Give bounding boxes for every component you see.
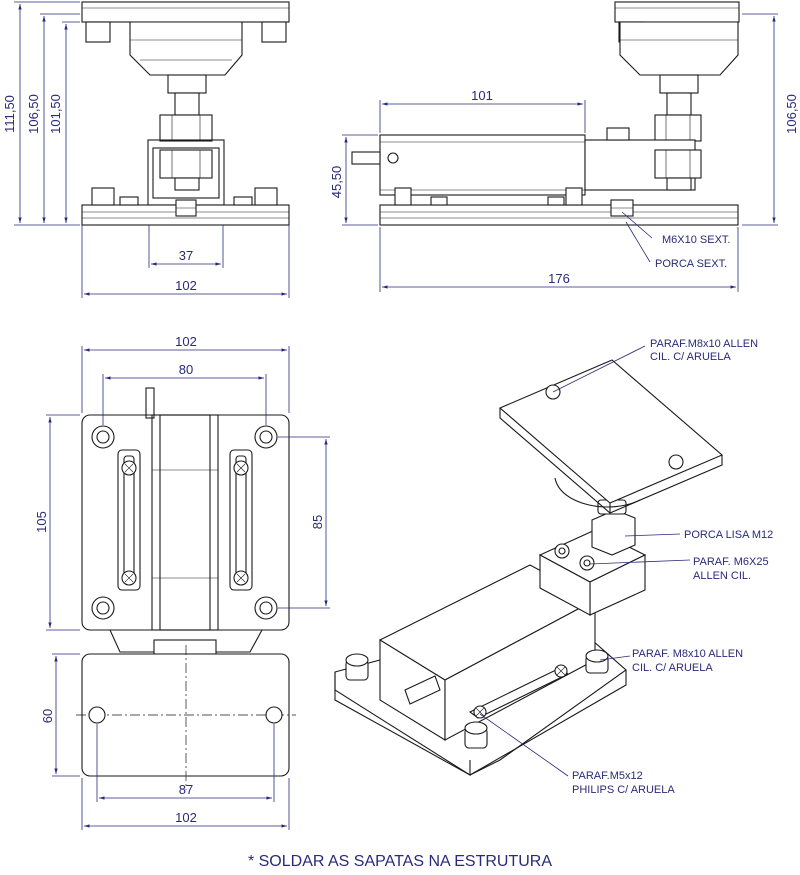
dim-102-foot: 102: [175, 810, 197, 825]
footnote: * SOLDAR AS SAPATAS NA ESTRUTURA: [248, 853, 552, 870]
front-view-dimensions: 111,50 106,50 101,50 37 102: [2, 1, 290, 298]
dim-111-50: 111,50: [2, 95, 17, 133]
dim-85: 85: [310, 515, 325, 529]
dim-45-50: 45,50: [329, 166, 344, 199]
front-view: [81, 1, 290, 226]
callout-m6x25-1: PARAF. M6X25: [693, 556, 769, 568]
callout-porca-sext: PORCA SEXT.: [655, 258, 727, 270]
isometric-callouts: PARAF.M8x10 ALLEN CIL. C/ ARUELA PORCA L…: [479, 338, 773, 796]
dim-102-top: 102: [175, 334, 197, 349]
side-view-dimensions: 101 45,50 106,50 176 M6X10 SEXT. PORCA S…: [329, 13, 799, 292]
dim-60: 60: [40, 709, 55, 723]
callout-top-screw-1: PARAF.M8x10 ALLEN: [650, 338, 758, 350]
callout-m8x10-2: CIL. C/ ARUELA: [632, 662, 713, 674]
callout-m6x10: M6X10 SEXT.: [662, 234, 730, 246]
foot-view-dimensions: 60 87 102: [40, 653, 290, 830]
dim-37: 37: [179, 248, 193, 263]
dim-102-front: 102: [175, 278, 197, 293]
dim-101: 101: [471, 88, 493, 103]
dim-101-50: 101,50: [48, 94, 63, 134]
dim-106-50-side: 106,50: [784, 94, 799, 134]
callout-m5x12-1: PARAF.M5x12: [572, 770, 643, 782]
dim-80: 80: [179, 362, 193, 377]
top-view-dimensions: 102 80 105 85: [34, 334, 330, 631]
callout-top-screw-2: CIL. C/ ARUELA: [650, 351, 731, 363]
side-view: [351, 1, 740, 226]
callout-porca-m12: PORCA LISA M12: [684, 529, 773, 541]
callout-m8x10-1: PARAF. M8x10 ALLEN: [632, 648, 743, 660]
top-view: [81, 387, 290, 655]
isometric-view: [334, 359, 724, 776]
dim-87: 87: [179, 782, 193, 797]
dim-176: 176: [548, 271, 570, 286]
dim-105: 105: [34, 511, 49, 533]
callout-m6x25-2: ALLEN CIL.: [693, 570, 751, 582]
callout-m5x12-2: PHILIPS C/ ARUELA: [572, 784, 675, 796]
dim-106-50: 106,50: [26, 94, 41, 134]
foot-view: [76, 645, 296, 790]
